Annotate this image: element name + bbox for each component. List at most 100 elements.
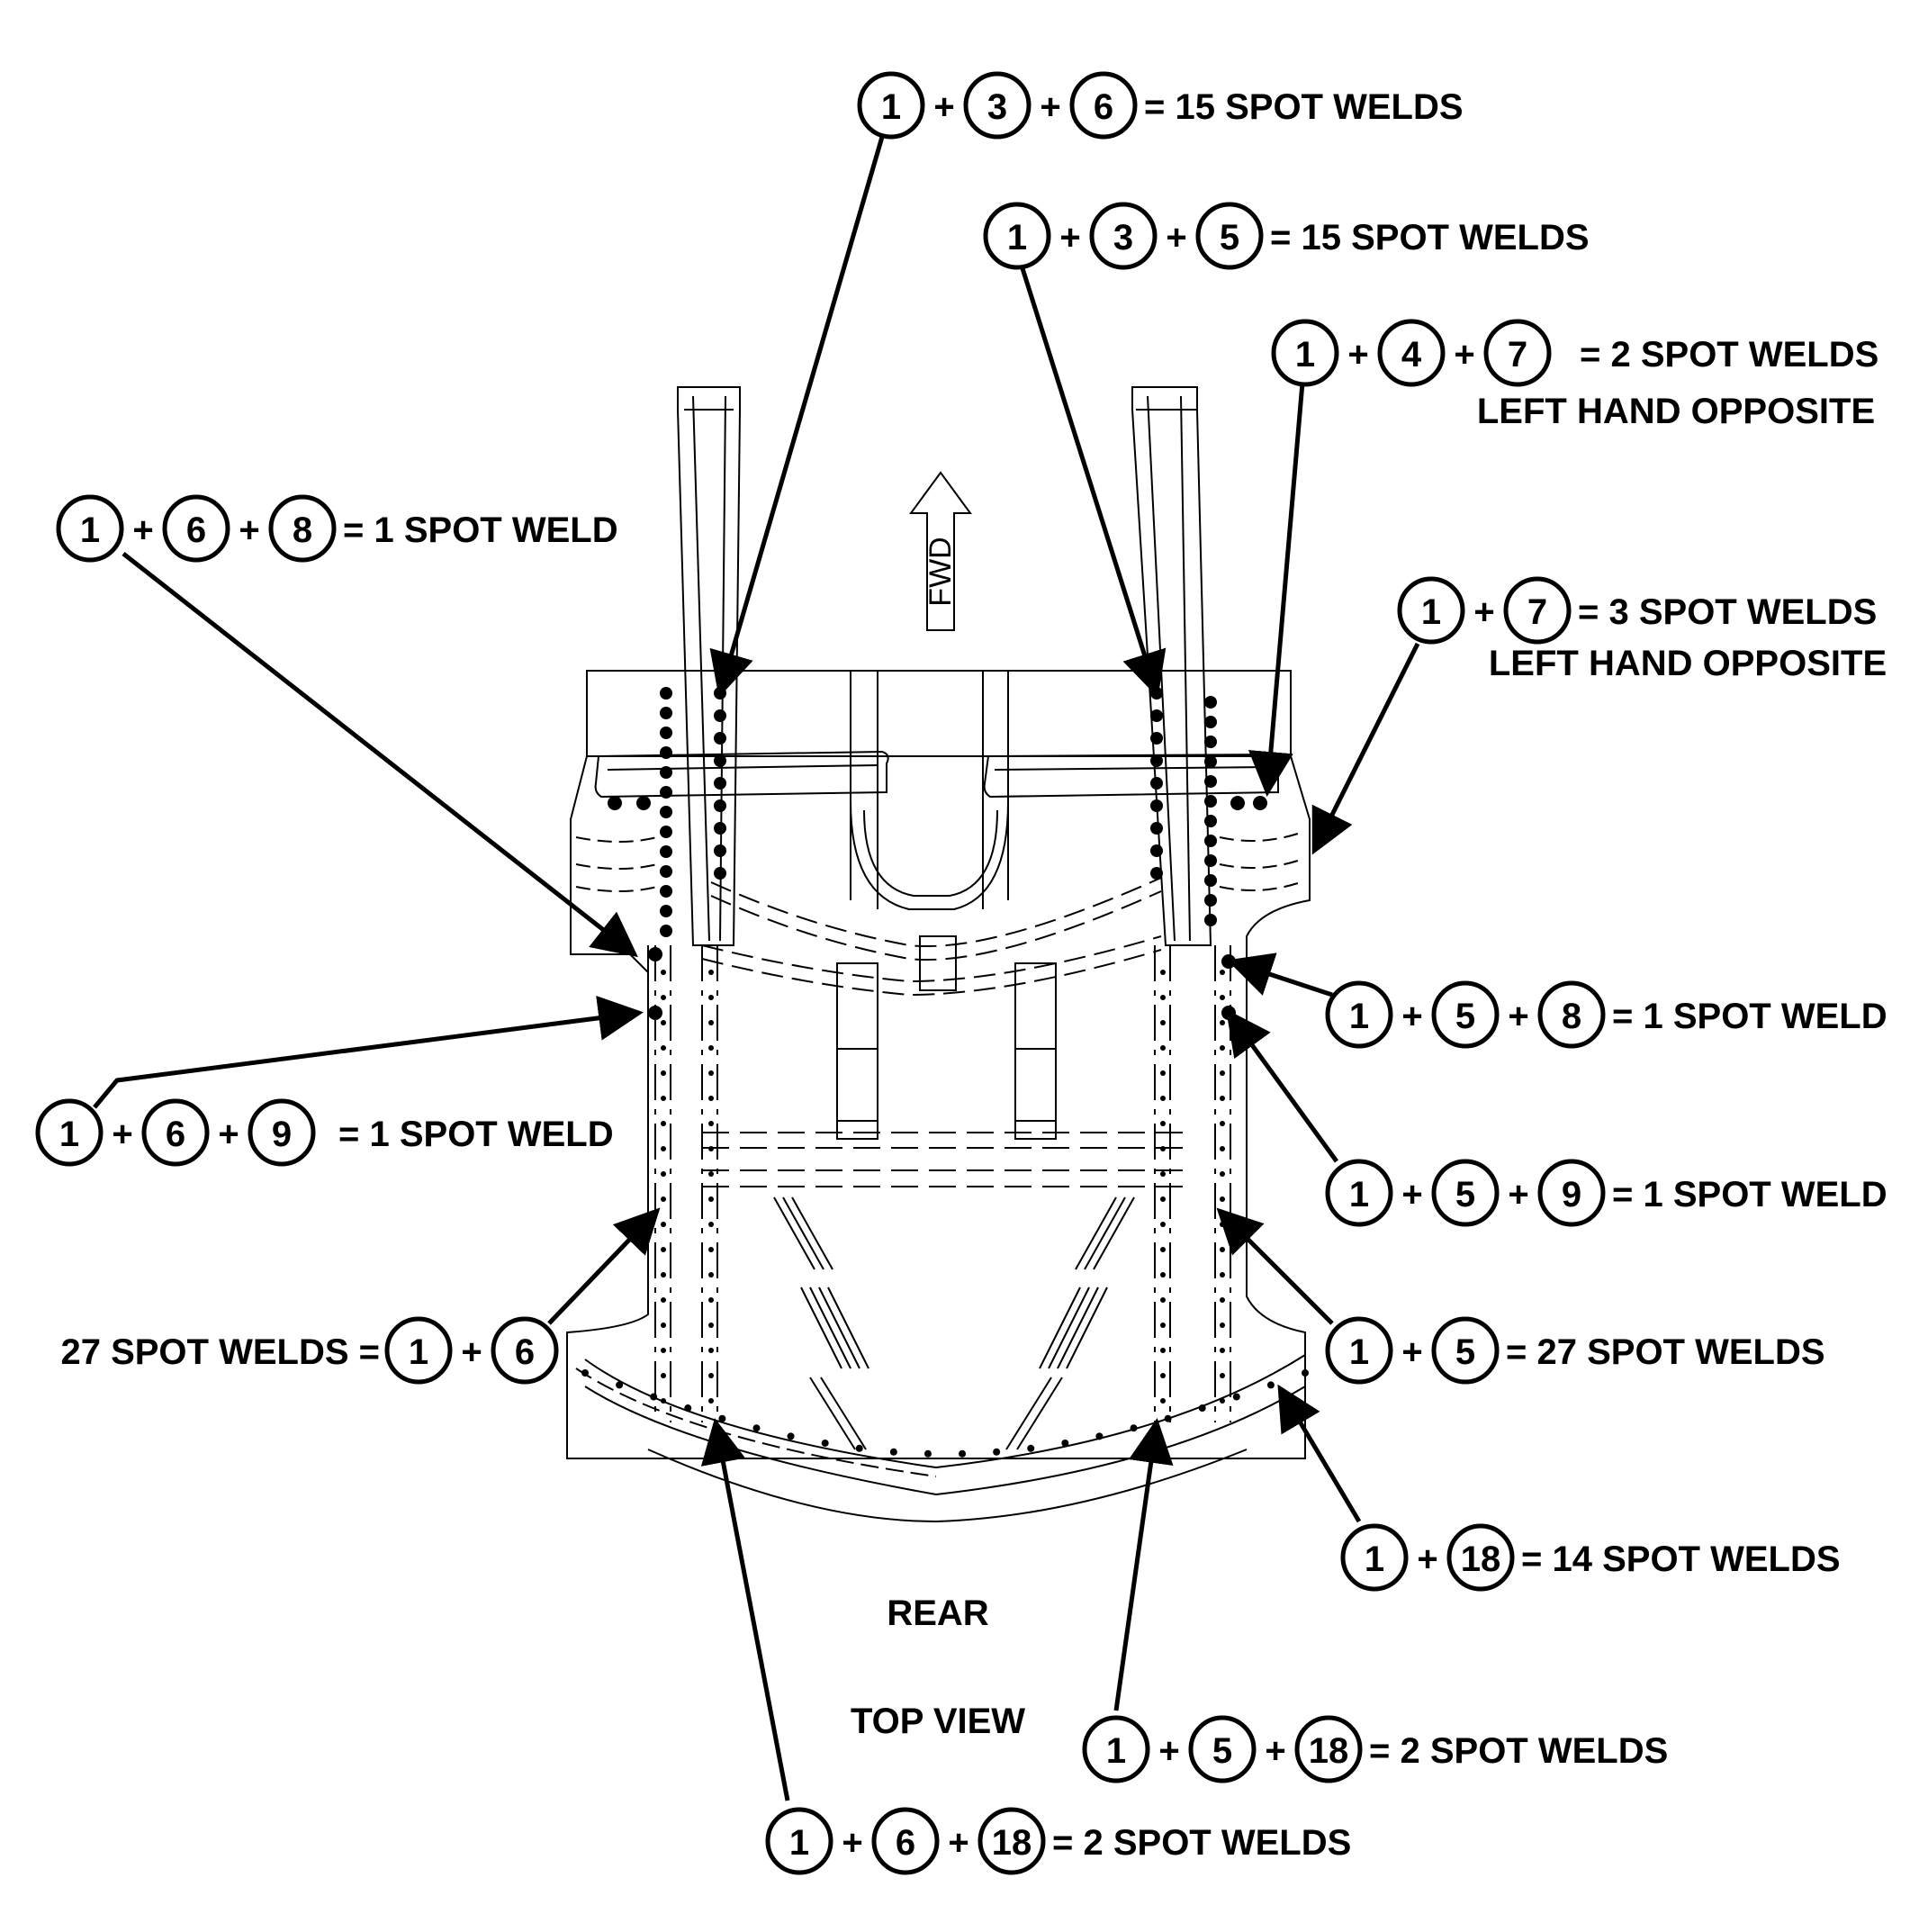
- weld-dot: [661, 995, 666, 1000]
- plus-sign: +: [1401, 1175, 1422, 1214]
- weld-dot: [660, 826, 672, 838]
- part-bubble: [1537, 980, 1606, 1049]
- part-number: 6: [166, 1115, 185, 1154]
- leader-c01: [709, 136, 885, 698]
- part-bubble: [56, 494, 124, 563]
- weld-dot: [661, 1096, 666, 1101]
- part-number: 1: [881, 87, 901, 127]
- weld-dot: [708, 1146, 714, 1151]
- leader-c06: [1227, 952, 1333, 998]
- weld-dot: [661, 1171, 666, 1177]
- weld-dot: [1204, 835, 1217, 847]
- part-bubble: [1188, 1715, 1257, 1783]
- part-number: 18: [992, 1823, 1032, 1863]
- weld-dot: [608, 796, 622, 810]
- weld-dot: [660, 766, 672, 779]
- weld-dot: [1160, 1070, 1166, 1076]
- weld-dot: [1150, 709, 1163, 722]
- weld-dot: [661, 1373, 666, 1378]
- weld-dot: [708, 1020, 714, 1025]
- fwd-arrow: FWD: [909, 471, 972, 631]
- weld-dot: [1095, 1432, 1104, 1440]
- weld-dot: [1160, 1121, 1166, 1126]
- plus-sign: +: [948, 1823, 969, 1863]
- weld-dot: [714, 867, 726, 880]
- weld-dot: [1302, 1369, 1309, 1377]
- weld-dot: [1230, 796, 1245, 810]
- weld-dot: [1150, 867, 1163, 880]
- weld-dot: [1204, 775, 1217, 788]
- fwd-label: FWD: [923, 537, 958, 606]
- weld-dot: [1220, 1196, 1225, 1202]
- weld-dot: [1160, 1045, 1166, 1051]
- weld-dot: [1220, 1222, 1225, 1227]
- part-bubble: [1195, 202, 1264, 270]
- weld-dot: [1150, 844, 1163, 857]
- weld-count-label: = 15 SPOT WELDS: [1144, 87, 1464, 127]
- part-number: 1: [59, 1115, 79, 1154]
- leader-c10: [1216, 1207, 1334, 1325]
- weld-dot: [1220, 1297, 1225, 1303]
- weld-count-label: = 1 SPOT WELD: [1612, 1175, 1887, 1214]
- part-number: 8: [293, 510, 312, 550]
- weld-dot: [616, 1381, 624, 1389]
- weld-dot: [1204, 696, 1217, 709]
- weld-dot: [1220, 1045, 1225, 1051]
- weld-dot: [993, 1448, 1001, 1456]
- weld-dot: [923, 1449, 932, 1458]
- part-bubble: [1340, 1523, 1409, 1592]
- weld-dot: [1204, 854, 1217, 867]
- part-bubble: [1397, 576, 1465, 645]
- weld-dot: [714, 754, 726, 767]
- part-number: 1: [1421, 592, 1441, 632]
- weld-dot: [708, 1348, 714, 1353]
- weld-dot: [708, 1222, 714, 1227]
- weld-dot: [1220, 1323, 1225, 1328]
- callout-c09: 1+627 SPOT WELDS =: [60, 1316, 559, 1385]
- part-bubble: [1446, 1523, 1515, 1592]
- weld-count-label: = 1 SPOT WELD: [343, 510, 618, 550]
- part-bubble: [1082, 1715, 1150, 1783]
- part-bubble: [491, 1316, 559, 1385]
- weld-dot: [1160, 1020, 1166, 1025]
- weld-dot: [708, 1247, 714, 1252]
- weld-dot: [1164, 1414, 1172, 1422]
- weld-dot: [660, 687, 672, 700]
- weld-dot: [714, 822, 726, 835]
- part-number: 7: [1508, 335, 1527, 375]
- rear-label: REAR: [887, 1593, 988, 1633]
- view-label: TOP VIEW: [851, 1702, 1025, 1741]
- left-hand-opposite-note: LEFT HAND OPPOSITE: [1477, 392, 1875, 431]
- part-number: 9: [272, 1115, 292, 1154]
- weld-dot: [661, 1297, 666, 1303]
- left-hand-opposite-note: LEFT HAND OPPOSITE: [1489, 644, 1887, 683]
- weld-dot: [1160, 1171, 1166, 1177]
- plus-sign: +: [132, 510, 153, 550]
- weld-dot: [1253, 796, 1267, 810]
- weld-dot: [708, 995, 714, 1000]
- plus-sign: +: [1454, 335, 1474, 375]
- part-number: 6: [186, 510, 206, 550]
- part-number: 5: [1455, 1332, 1475, 1372]
- plus-sign: +: [1401, 997, 1422, 1036]
- part-number: 1: [1365, 1539, 1384, 1579]
- weld-dot: [1220, 1348, 1225, 1353]
- part-number: 8: [1562, 997, 1581, 1036]
- weld-dot: [1220, 1070, 1225, 1076]
- part-bubble: [765, 1807, 833, 1875]
- weld-dot: [660, 727, 672, 739]
- callout-c06: 1+5+8= 1 SPOT WELD: [1325, 980, 1887, 1049]
- weld-dot: [660, 746, 672, 759]
- part-bubble: [35, 1098, 104, 1167]
- weld-dot: [752, 1424, 761, 1432]
- leader-c11: [1277, 1384, 1362, 1523]
- weld-dot: [708, 970, 714, 975]
- weld-dot: [714, 709, 726, 722]
- plus-sign: +: [1401, 1332, 1422, 1372]
- weld-dot: [684, 1404, 692, 1413]
- weld-dot: [1150, 732, 1163, 745]
- weld-dot: [581, 1369, 589, 1377]
- part-bubble: [983, 202, 1051, 270]
